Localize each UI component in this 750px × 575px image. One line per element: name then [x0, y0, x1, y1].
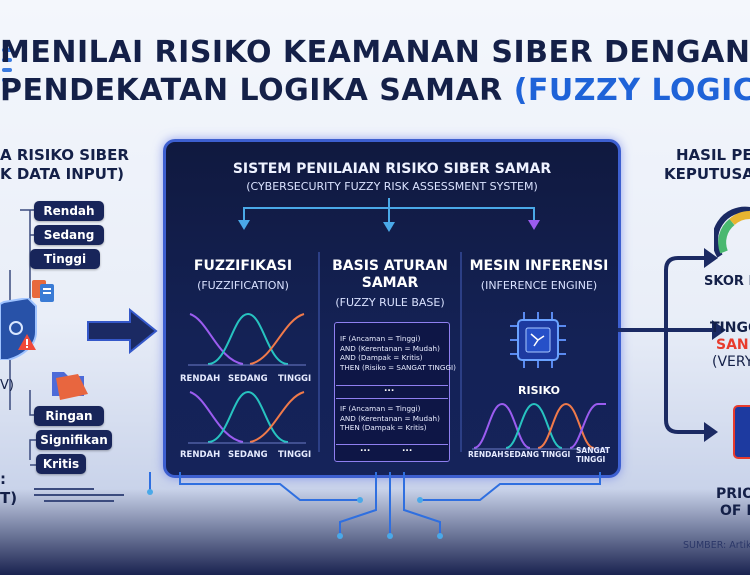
rule-base-title-line-1: BASIS ATURAN — [332, 258, 448, 274]
column-divider-1 — [318, 252, 320, 452]
risk-gauge-icon — [712, 202, 750, 258]
impact-level-kritis: Kritis — [36, 454, 86, 474]
output-branch-arrows — [618, 248, 726, 442]
risk-score-label: SKOR R — [704, 274, 750, 289]
source-credit: SUMBER: Artike — [683, 540, 750, 551]
rule-1-line-1: IF (Ancaman = Tinggi) — [340, 334, 421, 343]
rule-base-title-line-2: SAMAR — [361, 275, 419, 291]
rule-base-title: BASIS ATURAN SAMAR — [322, 258, 458, 292]
right-section-title: HASIL PE KEPUTUSA — [640, 146, 750, 184]
membership-curves-bottom — [188, 390, 306, 444]
risk-level-line-2: SAN — [716, 337, 749, 353]
title-line-2: PENDEKATAN LOGIKA SAMAR (FUZZY LOGIC) — [0, 72, 750, 110]
title-line-2-prefix: PENDEKATAN LOGIKA SAMAR — [0, 73, 514, 108]
rule-1-line-4: THEN (Risiko = SANGAT TINGGI) — [340, 362, 456, 372]
risk-label: RISIKO — [518, 384, 560, 397]
threat-level-sedang: Sedang — [34, 225, 104, 245]
panel-title: SISTEM PENILAIAN RISIKO SIBER SAMAR — [232, 161, 552, 177]
rule-1-line-2: AND (Kerentanan = Mudah) — [340, 343, 440, 353]
fuzzification-title: FUZZIFIKASI — [193, 258, 293, 274]
rule-1-line-3: AND (Dampak = Kritis) — [340, 353, 423, 362]
risk-level-line-1: TINGG — [710, 320, 750, 336]
fuzz-label-tinggi-bottom: TINGGI — [278, 450, 312, 460]
membership-curves-top — [188, 312, 306, 366]
panel-subtitle: (CYBERSECURITY FUZZY RISK ASSESSMENT SYS… — [246, 180, 538, 193]
rule-1: IF (Ancaman = Tinggi) AND (Kerentanan = … — [340, 334, 456, 372]
impact-level-signifikan: Signifikan — [36, 430, 112, 450]
rule-2: IF (Ancaman = Tinggi) AND (Kerentanan = … — [340, 404, 440, 433]
threat-level-tinggi: Tinggi — [30, 249, 100, 269]
risk-label-sangat: SANGAT — [576, 446, 610, 455]
code-lines-decor — [34, 486, 144, 506]
fuzz-label-rendah-bottom: RENDAH — [180, 450, 221, 460]
rule-2-line-1: IF (Ancaman = Tinggi) — [340, 404, 421, 413]
branch-arrows — [238, 198, 540, 232]
decor-dots — [2, 48, 16, 88]
inference-subtitle: (INFERENCE ENGINE) — [480, 279, 598, 292]
risk-label-rendah: RENDAH — [468, 450, 504, 459]
rule-table-divider-3 — [336, 444, 448, 445]
threat-level-rendah: Rendah — [34, 201, 104, 221]
fuzz-label-sedang-bottom: SEDANG — [228, 450, 268, 460]
rule-table-divider-2 — [336, 398, 448, 399]
left-side-text: V) — [0, 378, 14, 393]
priority-line-2: OF M — [720, 503, 750, 519]
circuit-traces — [147, 472, 601, 539]
left-footer-line-1: : — [0, 470, 6, 488]
risk-label-sangat-tinggi: TINGGI — [576, 455, 606, 464]
inference-title: MESIN INFERENSI — [469, 258, 609, 274]
rule-base-subtitle: (FUZZY RULE BASE) — [335, 296, 445, 309]
fuzz-label-rendah-top: RENDAH — [180, 374, 221, 384]
fuzzy-system-panel: SISTEM PENILAIAN RISIKO SIBER SAMAR (CYB… — [163, 139, 621, 478]
rule-table-divider — [336, 385, 448, 386]
risk-level-line-3: (VERY — [712, 354, 750, 370]
risk-label-tinggi: TINGGI — [541, 450, 571, 459]
processor-chip-icon — [508, 310, 568, 370]
fuzzification-subtitle: (FUZZIFICATION) — [197, 279, 289, 292]
rule-ellipsis-2: ... — [360, 444, 371, 454]
left-title-line-2: K DATA INPUT) — [0, 165, 125, 183]
left-section-title: A RISIKO SIBER K DATA INPUT) — [0, 146, 129, 184]
right-title-line-1: HASIL PE — [676, 146, 750, 164]
column-divider-2 — [460, 252, 462, 452]
document-icon — [30, 278, 60, 304]
priority-line-1: PRIO — [716, 486, 750, 502]
rule-2-line-2: AND (Kerentanan = Mudah) — [340, 413, 440, 423]
title-line-1: MENILAI RISIKO KEAMANAN SIBER DENGAN — [0, 35, 750, 70]
impact-level-ringan: Ringan — [34, 406, 104, 426]
left-footer-line-2: T) — [0, 489, 18, 507]
warning-icon — [17, 333, 37, 351]
rule-ellipsis-3: ... — [402, 444, 413, 454]
input-arrow-icon — [86, 307, 158, 355]
right-title-line-2: KEPUTUSA — [664, 165, 750, 183]
rule-base-table — [334, 322, 450, 462]
priority-icon — [732, 404, 750, 460]
fuzz-label-sedang-top: SEDANG — [228, 374, 268, 384]
folder-icon — [50, 362, 90, 402]
risk-output-curves — [472, 402, 608, 450]
fuzz-label-tinggi-top: TINGGI — [278, 374, 312, 384]
left-title-line-1: A RISIKO SIBER — [0, 146, 129, 164]
risk-label-sedang: SEDANG — [504, 450, 539, 459]
left-footer: : T) — [0, 470, 17, 508]
rule-2-line-3: THEN (Dampak = Kritis) — [340, 423, 427, 432]
title-accent: (FUZZY LOGIC) — [513, 73, 750, 108]
page-title: MENILAI RISIKO KEAMANAN SIBER DENGAN PEN… — [0, 34, 750, 110]
rule-ellipsis-1: ... — [384, 384, 395, 394]
